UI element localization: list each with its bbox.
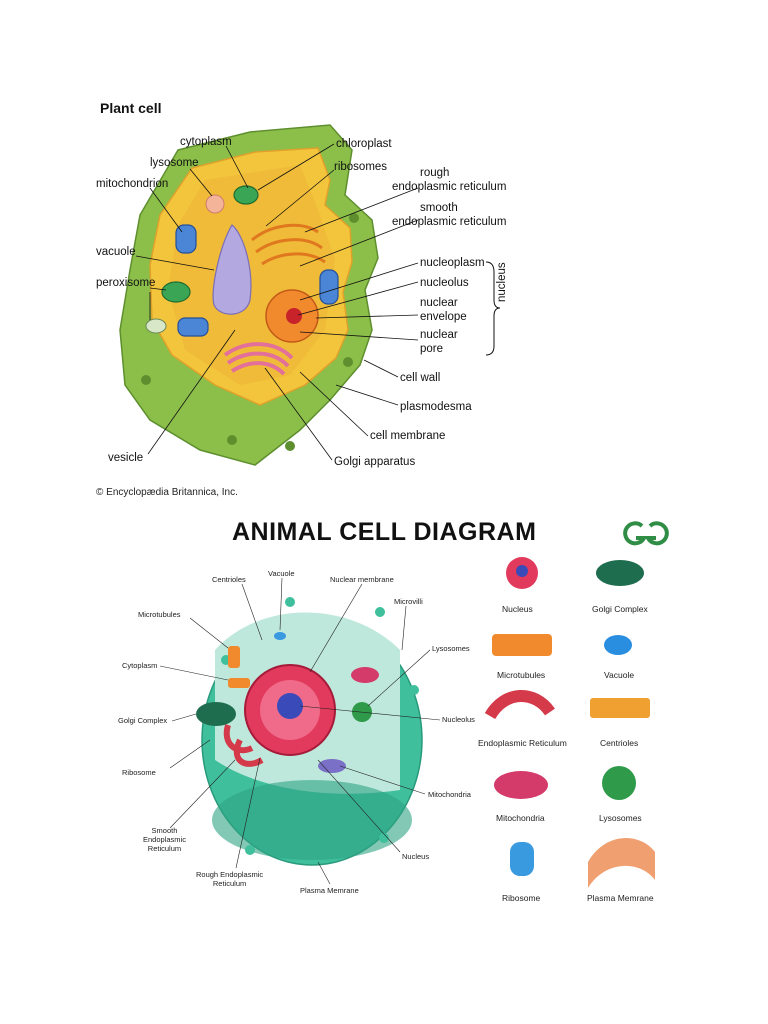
label-cell-membrane: cell membrane [370, 430, 446, 442]
britannica-credit: © Encyclopædia Britannica, Inc. [96, 487, 238, 498]
label-animal-cytoplasm: Cytoplasm [122, 661, 158, 670]
label-microtubules: Microtubules [138, 610, 181, 619]
legend-label: Microtubules [497, 670, 546, 680]
legend-label: Plasma Memrane [587, 893, 654, 903]
animal-vacuole [274, 632, 286, 640]
plant-peroxisome [145, 318, 167, 334]
label-nuclear-envelope-1: nuclear [420, 297, 458, 309]
legend-mitochondria-icon [494, 771, 548, 799]
plant-nucleolus [286, 308, 302, 324]
label-rough-er-2: endoplasmic reticulum [392, 181, 507, 193]
label-chloroplast: chloroplast [336, 138, 392, 150]
animal-mitochondria-1 [351, 667, 379, 683]
legend-plasma-membrane-icon [588, 838, 655, 888]
label-rough-er: Rough Endoplasmic Reticulum [196, 870, 263, 888]
plant-cell-title: Plant cell [100, 100, 162, 116]
label-vesicle: vesicle [108, 452, 144, 464]
animal-cell-title: ANIMAL CELL DIAGRAM [232, 518, 537, 546]
label-microvilli: Microvilli [394, 597, 423, 606]
label-ribosome: Ribosome [122, 768, 156, 777]
plant-golgi [223, 342, 294, 376]
animal-mitochondria-2 [318, 759, 346, 773]
label-nuclear-pore-1: nuclear [420, 329, 458, 341]
animal-rough-er [223, 724, 264, 767]
legend-golgi-icon [596, 560, 644, 586]
animal-nucleolus [277, 693, 303, 719]
label-nucleoplasm: nucleoplasm [420, 257, 485, 269]
legend-label: Endoplasmic Reticulum [478, 738, 567, 748]
label-cell-wall: cell wall [400, 372, 441, 384]
legend-label: Nucleus [502, 604, 533, 614]
label-plasmodesma: plasmodesma [400, 401, 472, 413]
plant-cell-illustration [119, 124, 501, 466]
label-animal-nucleus: Nucleus [402, 852, 430, 861]
animal-microtubule-2 [228, 678, 250, 688]
label-golgi-apparatus: Golgi apparatus [334, 456, 416, 468]
label-golgi-complex: Golgi Complex [118, 716, 168, 725]
legend-label: Lysosomes [599, 813, 642, 823]
label-rough-er-1: Rough Endoplasmic [196, 870, 264, 879]
plant-vacuole [212, 224, 252, 315]
label-plasma-membrane: Plasma Memrane [300, 886, 359, 895]
label-lysosome: lysosome [150, 157, 199, 169]
animal-golgi [196, 702, 236, 726]
label-peroxisome: peroxisome [96, 277, 156, 289]
legend-vacuole-icon [604, 635, 632, 655]
label-lysosomes: Lysosomes [432, 644, 470, 653]
label-smooth-er-1: smooth [420, 202, 458, 214]
legend-microtubules-icon [492, 634, 552, 656]
legend-label: Golgi Complex [592, 604, 648, 614]
label-ribosomes: ribosomes [334, 161, 388, 173]
plant-chloroplast [233, 185, 259, 205]
label-smooth-er-2: endoplasmic reticulum [392, 216, 507, 228]
label-nuclear-pore-2: pore [420, 343, 444, 355]
label-nuclear-envelope-2: envelope [420, 311, 467, 323]
label-mitochondrion: mitochondrion [96, 178, 169, 190]
legend-label: Centrioles [600, 738, 639, 748]
label-nucleolus: nucleolus [420, 277, 469, 289]
legend-label: Mitochondria [496, 813, 545, 823]
legend-ribosome-icon [510, 842, 534, 876]
label-smooth-er-1: Smooth [151, 826, 178, 835]
legend-label: Ribosome [502, 893, 541, 903]
legend-centrioles-icon [590, 698, 650, 718]
label-nuclear-membrane: Nuclear membrane [330, 575, 394, 584]
label-cytoplasm: cytoplasm [180, 136, 232, 148]
label-smooth-er: Smooth Endoplasmic Reticulum [143, 826, 186, 853]
label-animal-nucleolus: Nucleolus [442, 715, 475, 724]
nucleus-bracket [485, 261, 501, 356]
plant-lysosome [205, 194, 225, 214]
label-rough-er-2: Reticulum [212, 879, 247, 888]
legend-er-icon [484, 690, 555, 720]
label-smooth-er-2: Endoplasmic [143, 835, 186, 844]
label-rough-er-1: rough [420, 167, 450, 179]
plant-mitochondrion-3 [319, 269, 339, 305]
animal-microtubule-1 [228, 646, 240, 668]
legend-lysosomes-icon [602, 766, 636, 800]
plant-mitochondrion-2 [177, 317, 209, 337]
label-smooth-er-3: Reticulum [147, 844, 182, 853]
label-mitochondria: Mitochondria [428, 790, 471, 799]
legend-label: Vacuole [604, 670, 635, 680]
gfg-logo [622, 520, 670, 551]
label-vacuole: vacuole [96, 246, 136, 258]
plant-chloroplast-2 [161, 281, 191, 303]
label-animal-vacuole: Vacuole [268, 569, 295, 578]
plant-mitochondrion-1 [175, 224, 197, 254]
label-centrioles: Centrioles [212, 575, 246, 584]
